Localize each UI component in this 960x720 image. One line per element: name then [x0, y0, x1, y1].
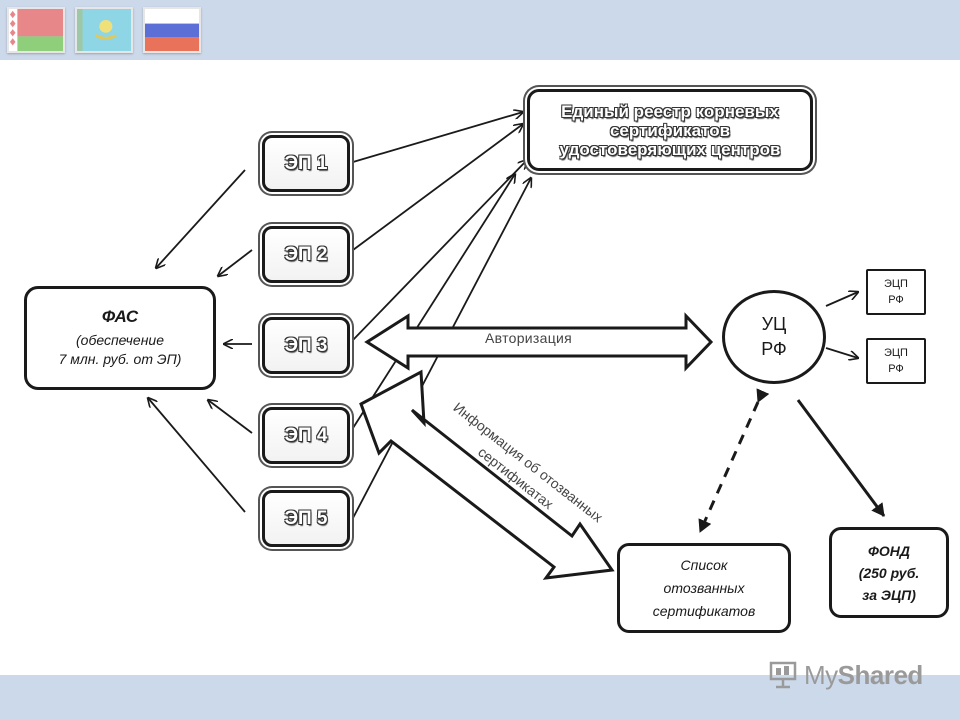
fas-box: ФАС (обеспечение 7 млн. руб. от ЭП)	[24, 286, 216, 390]
arrow-uc-ecp2	[825, 347, 858, 358]
bottom-band	[0, 675, 960, 720]
registry-line: сертификатов	[609, 120, 731, 140]
arrow-uc-ecp1	[825, 292, 858, 307]
logo-text-b: Shared	[837, 659, 924, 690]
crl-line: Список	[680, 556, 728, 573]
ep-label: ЭП 4	[284, 424, 328, 446]
ep-2-box: ЭП 2	[262, 226, 350, 283]
fas-subtitle-line: (обеспечение	[76, 332, 164, 348]
revoked-info-arrow	[359, 369, 615, 580]
kazakhstan-flag	[75, 7, 133, 53]
myshared-logo: MyShared	[768, 658, 928, 692]
registry-line: удостоверяющих центров	[559, 139, 781, 159]
arrow-to-fas-5	[148, 398, 246, 513]
dashed-uc-crl	[698, 388, 770, 533]
arrow-uc-fond	[796, 399, 886, 517]
arrow-to-fas-2	[218, 249, 253, 276]
arrow-ep3-registry	[352, 160, 527, 341]
fond-box: ФОНД (250 руб. за ЭЦП)	[829, 527, 949, 618]
ep-1-box: ЭП 1	[262, 135, 350, 192]
uc-line: РФ	[761, 339, 787, 359]
ep-3-box: ЭП 3	[262, 317, 350, 374]
arrow-to-fas-1	[156, 169, 246, 268]
uc-rf-circle: УЦ РФ	[722, 290, 826, 384]
fond-line: за ЭЦП)	[862, 586, 916, 603]
ep-4-box: ЭП 4	[262, 407, 350, 464]
authorization-label: Авторизация	[485, 330, 573, 346]
ecp-line: РФ	[888, 363, 904, 375]
revocation-list-box: Список отозванных сертификатов	[617, 543, 791, 633]
fond-line: ФОНД	[867, 542, 911, 559]
uc-line: УЦ	[761, 314, 787, 334]
fas-title: ФАС	[101, 307, 139, 326]
ep-label: ЭП 1	[284, 152, 328, 174]
registry-line: Единый реестр корневых	[561, 101, 779, 121]
authorization-arrow	[364, 312, 714, 372]
ecp-line: ЭЦП	[884, 278, 908, 290]
crl-line: отозванных	[663, 579, 745, 596]
ecp-line: РФ	[888, 294, 904, 306]
fond-line: (250 руб.	[858, 564, 920, 581]
ecp-rf-box-1: ЭЦП РФ	[866, 269, 926, 315]
ep-5-box: ЭП 5	[262, 490, 350, 547]
belarus-flag	[7, 7, 65, 53]
crl-line: сертификатов	[652, 602, 756, 619]
russia-flag	[143, 7, 201, 53]
ep-label: ЭП 2	[284, 243, 328, 265]
ep-label: ЭП 5	[284, 507, 328, 529]
root-registry-box: Единый реестр корневых сертификатов удос…	[527, 89, 813, 171]
presentation-screen-icon	[769, 661, 797, 689]
ep-label: ЭП 3	[284, 334, 328, 356]
arrow-ep4-registry	[352, 174, 515, 429]
logo-text-a: My	[804, 659, 838, 690]
ecp-line: ЭЦП	[884, 347, 908, 359]
arrow-ep1-registry	[352, 112, 523, 163]
ecp-rf-box-2: ЭЦП РФ	[866, 338, 926, 384]
fas-subtitle-line: 7 млн. руб. от ЭП)	[58, 351, 182, 367]
arrow-to-fas-4	[208, 400, 253, 434]
arrow-ep2-registry	[352, 124, 523, 251]
